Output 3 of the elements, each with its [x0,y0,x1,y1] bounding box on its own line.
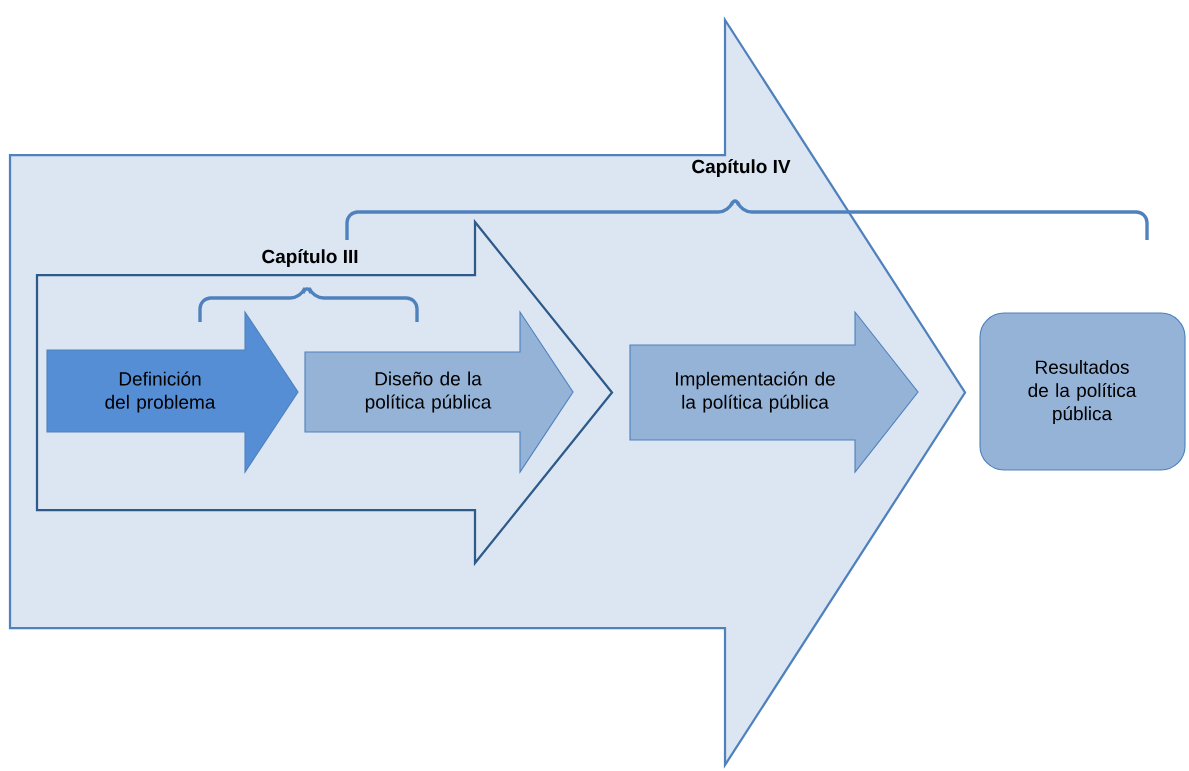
chapter-label: Capítulo III [262,249,358,267]
result-box: Resultados de la política pública [979,312,1186,471]
chapter-label: Capítulo IV [692,159,791,177]
